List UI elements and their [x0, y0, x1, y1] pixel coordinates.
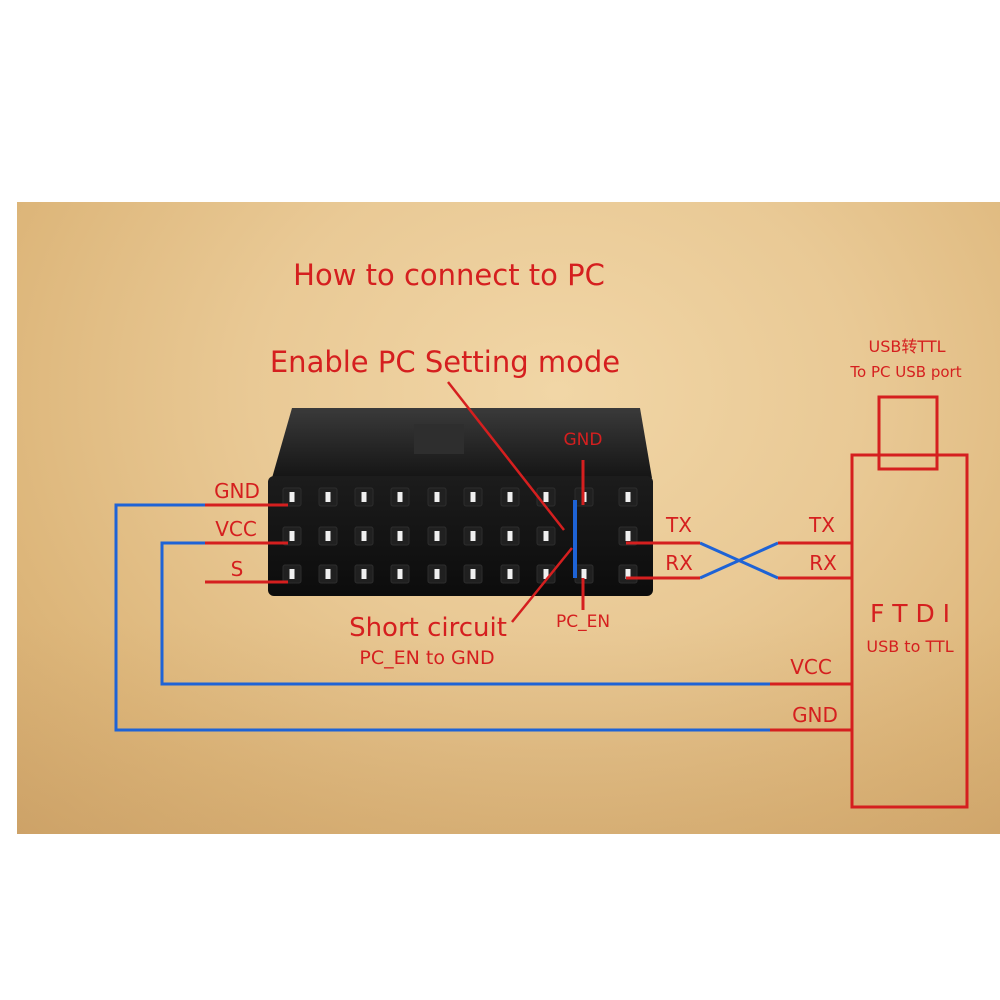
pin-contact: [543, 492, 549, 502]
ftdi-vcc-label: VCC: [790, 655, 832, 679]
short-circuit-pointer: [511, 547, 573, 623]
pin-contact: [434, 492, 440, 502]
ftdi-name: F T D I: [870, 599, 950, 628]
pin-contact: [625, 569, 631, 579]
gnd-wire: [114, 503, 770, 732]
ftdi-board: [850, 453, 969, 809]
pin-contact: [507, 531, 513, 541]
pin-contact: [397, 531, 403, 541]
receiver-rx-label: RX: [665, 551, 693, 575]
pin-contact: [507, 492, 513, 502]
usb-connector: [877, 395, 939, 471]
rx-tx-cross-wire: [699, 541, 779, 580]
pin-contact: [289, 492, 295, 502]
left-gnd-label: GND: [214, 479, 260, 503]
pin-contact: [361, 492, 367, 502]
pin-contact: [325, 569, 331, 579]
pin-contact: [289, 569, 295, 579]
pc-en-label: PC_EN: [556, 612, 610, 632]
usb-ttl-label: USB转TTL: [868, 337, 945, 356]
ftdi-rx-label: RX: [809, 551, 837, 575]
pin-contact: [470, 569, 476, 579]
pin-contact: [325, 531, 331, 541]
pin-contact: [543, 531, 549, 541]
usb-port-label: To PC USB port: [849, 363, 961, 381]
enable-pointer: [447, 381, 565, 531]
pin-contact: [625, 492, 631, 502]
pin-contact: [397, 569, 403, 579]
pin-contact: [361, 531, 367, 541]
pin-contact: [543, 569, 549, 579]
ftdi-subtitle: USB to TTL: [866, 637, 953, 656]
enable-pc-setting-label: Enable PC Setting mode: [270, 345, 620, 379]
pin-contact: [361, 569, 367, 579]
diagram-title: How to connect to PC: [293, 258, 605, 292]
short-circuit-subtitle: PC_EN to GND: [359, 647, 494, 669]
receiver-tx-label: TX: [665, 513, 692, 537]
receiver-sticker: [414, 424, 464, 454]
pin-contact: [581, 569, 587, 579]
ftdi-gnd-label: GND: [792, 703, 838, 727]
pin-contact: [434, 569, 440, 579]
pin-contact: [625, 531, 631, 541]
left-s-label: S: [231, 557, 244, 581]
pin-contact: [507, 569, 513, 579]
pin-contact: [397, 492, 403, 502]
pin-contact: [470, 531, 476, 541]
left-vcc-label: VCC: [215, 517, 257, 541]
red-leaders: [205, 381, 852, 732]
pin-contact: [434, 531, 440, 541]
pin-contact: [289, 531, 295, 541]
pin-contact: [470, 492, 476, 502]
ftdi-tx-label: TX: [808, 513, 835, 537]
pin-contact: [325, 492, 331, 502]
short-circuit-title: Short circuit: [349, 613, 507, 643]
top-gnd-label: GND: [564, 430, 603, 450]
